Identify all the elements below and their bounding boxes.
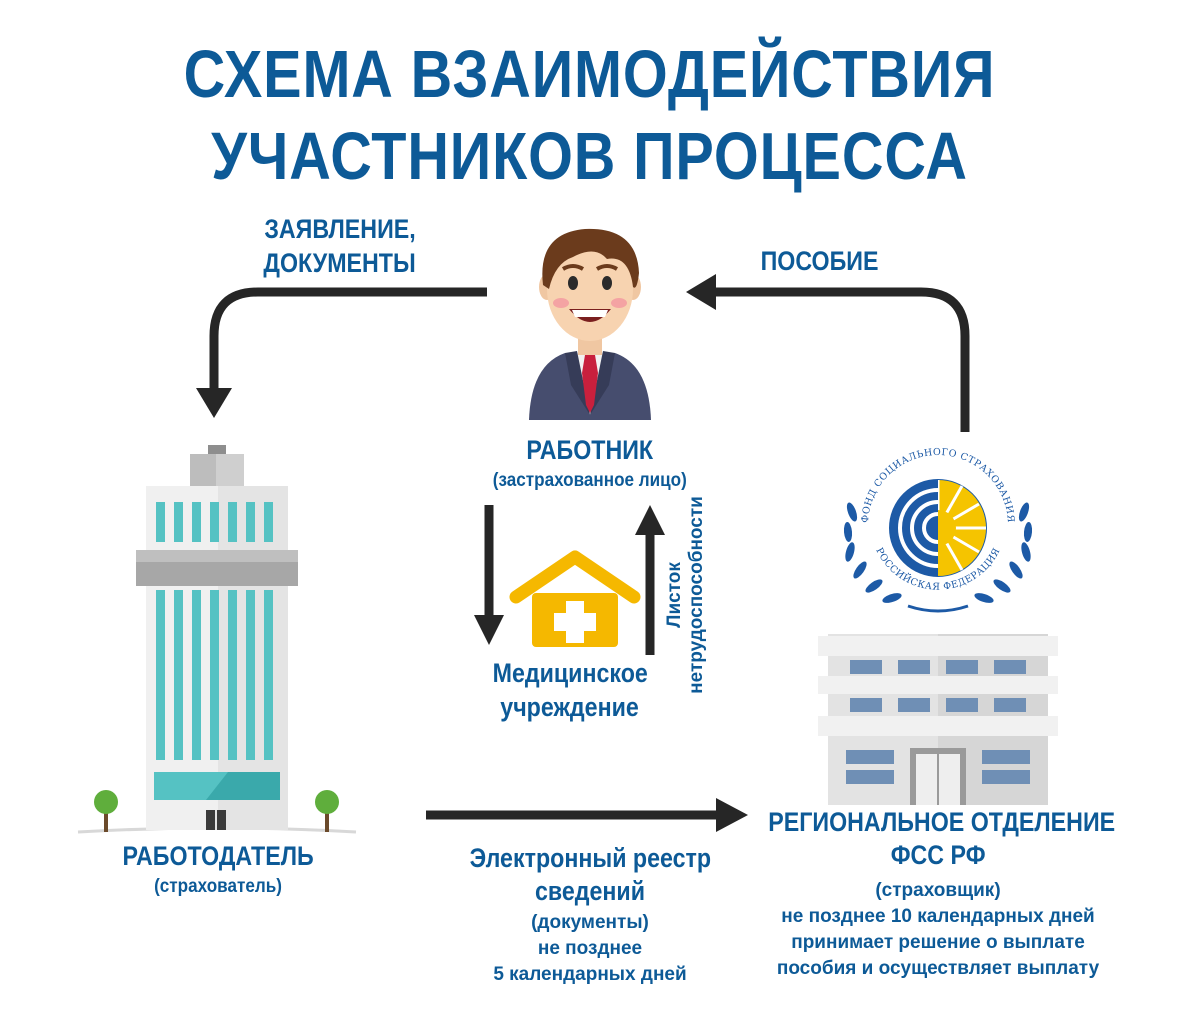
employee-label: РАБОТНИК [526,435,654,465]
medical-institution-icon [509,550,641,647]
arrow-employee-to-employer [209,287,487,395]
arrow-fss-to-employee [710,287,970,432]
diagram-title-line1: СХЕМА ВЗАИМОДЕЙСТВИЯ [183,37,996,112]
employee-role: (застрахованное лицо) [492,470,688,491]
employer-role: (страхователь) [154,876,282,897]
employer-building-icon [77,445,357,834]
fss-label: РЕГИОНАЛЬНОЕ ОТДЕЛЕНИЕ ФСС РФ [768,807,1116,870]
tree-icon [315,790,339,832]
flow-label-registry: Электронный реестр сведений [469,843,711,906]
diagram-title-line2: УЧАСТНИКОВ ПРОЦЕССА [211,119,968,194]
fss-emblem-icon: ФОНД СОЦИАЛЬНОГО СТРАХОВАНИЯ РОССИЙСКАЯ … [843,447,1033,613]
flow-label-sick-leave: Листок нетрудоспособности [664,496,707,694]
employer-label: РАБОТОДАТЕЛЬ [122,841,314,871]
fss-details: (страховщик) не позднее 10 календарных д… [776,880,1100,979]
flow-label-application: ЗАЯВЛЕНИЕ, ДОКУМЕНТЫ [263,214,417,278]
flow-label-benefit: ПОСОБИЕ [761,246,879,276]
flow-label-registry-details: (документы) не позднее 5 календарных дне… [493,912,687,985]
tree-icon [94,790,118,832]
medical-label: Медицинское учреждение [492,658,648,722]
fss-building-icon [818,634,1058,805]
employee-icon [529,228,651,420]
